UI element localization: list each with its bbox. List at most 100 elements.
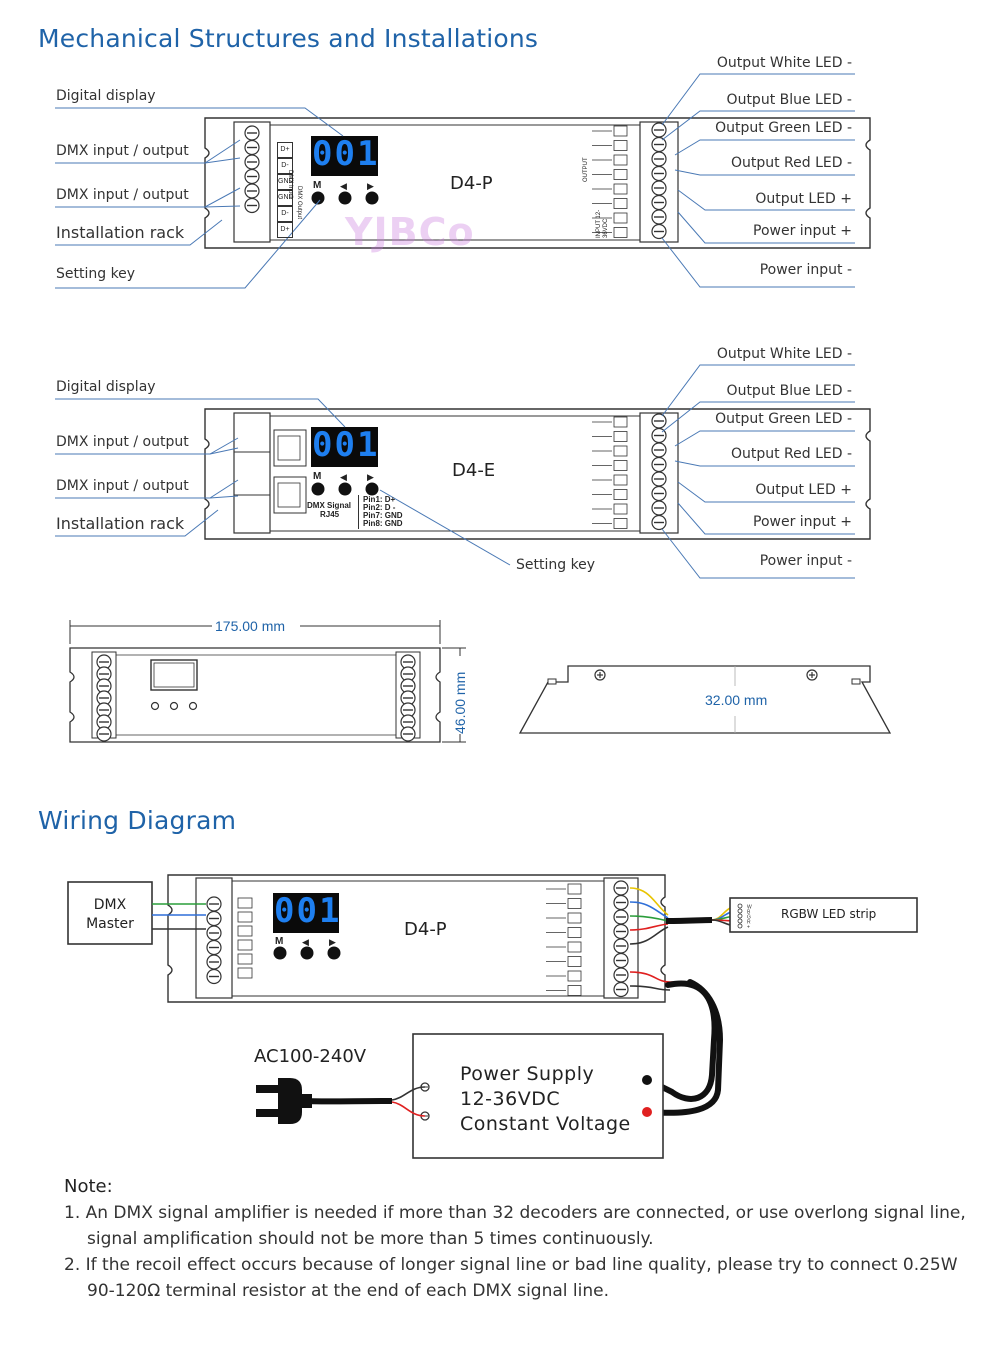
psu-line3: Constant Voltage — [460, 1113, 631, 1135]
e-callout-installation-rack: Installation rack — [56, 514, 185, 533]
model-d4e: D4-E — [452, 460, 496, 481]
side-view — [518, 665, 892, 734]
e-callout-digital-display: Digital display — [56, 379, 156, 395]
device-p-body — [204, 117, 871, 249]
note-1-line2: signal amplification should not be more … — [87, 1229, 654, 1249]
terminal-screw-icon — [244, 139, 260, 156]
callout-white-neg: Output White LED - — [716, 55, 852, 71]
output-terminal-label-box — [613, 227, 628, 238]
terminal-screw-icon — [206, 910, 222, 927]
output-terminal-label-box — [613, 198, 628, 209]
setting-key-button — [338, 482, 352, 496]
e-callout-power-pos: Power input + — [753, 514, 852, 530]
setting-key-button — [300, 946, 314, 960]
terminal-screw-icon — [206, 925, 222, 941]
terminal-screw-icon — [651, 180, 667, 196]
note-1-line1: 1. An DMX signal amplifier is needed if … — [64, 1203, 966, 1223]
psu-line1: Power Supply — [460, 1063, 595, 1085]
dmx-in-label: DMX Input — [287, 170, 293, 199]
e-key-m-label: M — [313, 471, 322, 482]
terminal-screw-icon — [244, 183, 260, 199]
setting-key-button — [327, 946, 341, 960]
note-title: Note: — [64, 1176, 113, 1197]
callout-led-pos: Output LED + — [755, 191, 852, 207]
output-terminal-label-box — [613, 460, 628, 471]
strip-label: RGBW LED strip — [781, 907, 877, 921]
terminal-screw-icon — [651, 151, 667, 167]
psu-line2: 12-36VDC — [460, 1088, 561, 1110]
pin-8: Pin8: GND — [363, 519, 403, 528]
callout-power-neg: Power input - — [759, 262, 852, 278]
terminal-screw-icon — [613, 938, 629, 954]
output-terminal-label-box — [613, 125, 628, 137]
dmx-terminal-labels: D+ D- GND GND D- D+ — [277, 142, 294, 238]
dmx-out-label: DMX Output — [296, 186, 302, 220]
terminal-screw-icon — [206, 896, 222, 912]
output-terminal-label-box — [613, 140, 628, 151]
terminal-screw-icon — [651, 136, 667, 153]
key-right-label: ▶ — [367, 181, 374, 191]
dmx-terminal-box — [237, 939, 253, 951]
strip-pin-icon — [737, 913, 743, 919]
terminal-screw-icon — [651, 471, 667, 487]
display-digits: 001 — [312, 134, 380, 174]
model-d4p: D4-P — [450, 173, 493, 194]
strip-pin-icon — [737, 903, 743, 909]
output-terminal-label-box — [567, 970, 582, 982]
callout-green-neg: Output Green LED - — [715, 120, 852, 136]
input-label: INPUT 12-36VDC — [596, 209, 609, 238]
terminal-screw-icon — [651, 442, 667, 458]
e-key-right-label: ▶ — [367, 472, 374, 482]
terminal-screw-icon — [651, 485, 667, 502]
digital-display-e — [311, 427, 378, 467]
callout-installation-rack: Installation rack — [56, 223, 185, 242]
terminal-screw-icon — [651, 456, 667, 473]
terminal-screw-icon — [651, 165, 667, 182]
dmx-term-2: D- — [277, 158, 293, 174]
terminal-screw-icon — [651, 122, 667, 138]
e-key-left-label: ◀ — [340, 472, 347, 482]
callout-blue-neg: Output Blue LED - — [726, 92, 852, 108]
terminal-screw-icon — [613, 967, 629, 983]
callout-red-neg: Output Red LED - — [730, 155, 852, 171]
dmx-master-label: DMX Master — [68, 896, 152, 934]
terminal-screw-icon — [206, 968, 222, 985]
strip-pin-label: + — [747, 925, 750, 931]
pin-divider — [358, 495, 359, 529]
e-callout-red-neg: Output Red LED - — [730, 446, 852, 462]
terminal-screw-icon — [613, 894, 629, 911]
dmx-terminal-box — [237, 967, 253, 979]
pin-2: Pin2: D - — [363, 503, 396, 512]
output-terminal-label-box — [613, 518, 628, 529]
dmx-master-line1: DMX — [93, 897, 127, 913]
pin-list: Pin1: D+ Pin2: D - Pin7: GND Pin8: GND — [363, 496, 403, 528]
terminal-screw-icon — [206, 939, 222, 956]
top-view — [69, 647, 441, 743]
terminal-screw-icon — [651, 194, 667, 211]
output-terminal-label-box — [613, 431, 628, 442]
device-e-body — [204, 408, 871, 540]
output-terminal-label-box — [567, 898, 582, 909]
dmx-master-line2: Master — [86, 916, 134, 932]
ac-label: AC100-240V — [254, 1046, 367, 1067]
wiring-device — [167, 874, 666, 1003]
wiring-display-digits: 001 — [274, 891, 342, 931]
terminal-screw-icon — [651, 500, 667, 516]
note-2-line1: 2. If the recoil effect occurs because o… — [64, 1255, 958, 1275]
rj45-label-1: DMX Signal — [307, 501, 352, 510]
e-display-digits: 001 — [312, 425, 380, 465]
output-terminal-label-box — [613, 212, 628, 224]
e-callout-white-neg: Output White LED - — [716, 346, 852, 362]
output-label: OUTPUT — [583, 157, 589, 182]
psu-label: Power Supply 12-36VDC Constant Voltage — [460, 1062, 631, 1137]
note-2-line2: 90-120Ω terminal resistor at the end of … — [87, 1281, 609, 1301]
wiring-model: D4-P — [404, 919, 447, 940]
ac-plug-icon — [256, 1078, 312, 1124]
callout-power-pos: Power input + — [753, 223, 852, 239]
output-terminal-label-box — [613, 169, 628, 180]
e-callout-led-pos: Output LED + — [755, 482, 852, 498]
e-callout-green-neg: Output Green LED - — [715, 411, 852, 427]
e-callout-dmx-io-1: DMX input / output — [56, 434, 189, 450]
terminal-screw-icon — [613, 909, 629, 925]
